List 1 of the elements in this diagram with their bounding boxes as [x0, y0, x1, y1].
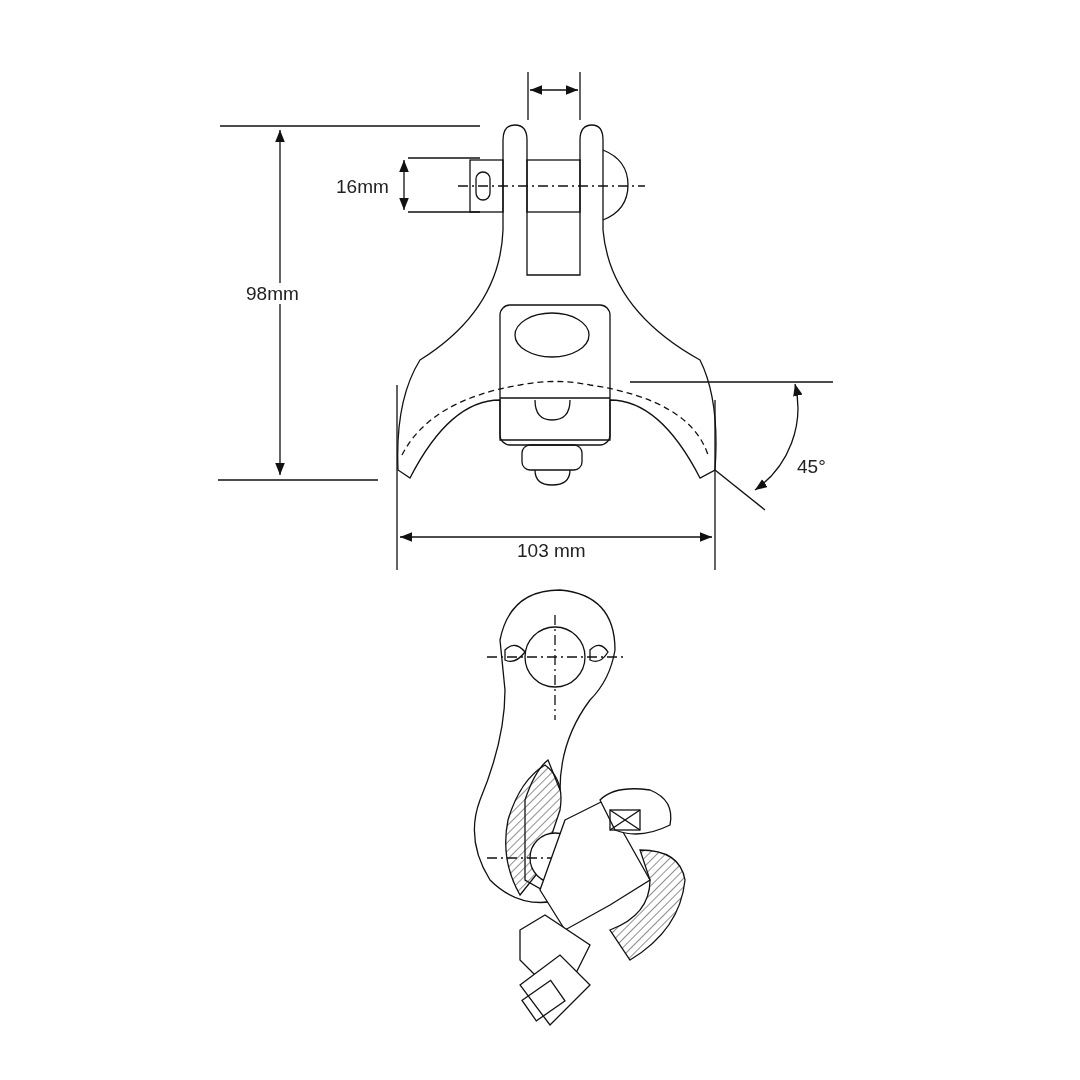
- dimension-label: 98mm: [246, 283, 299, 304]
